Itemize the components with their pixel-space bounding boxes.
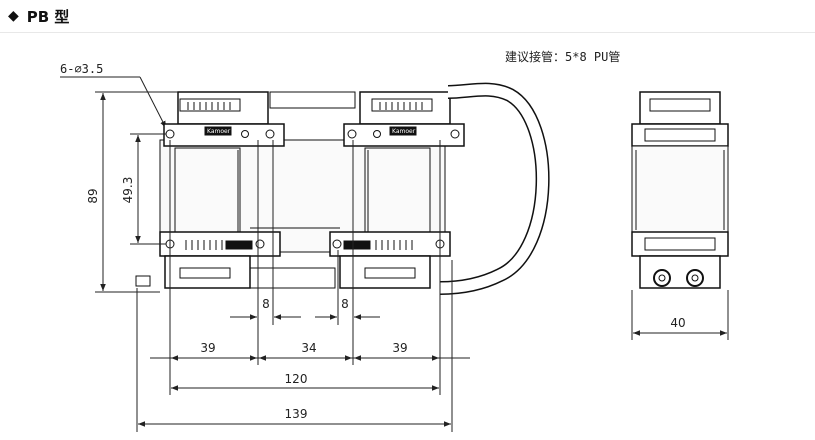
front-view-pump [135,82,550,295]
dim-slot-left: 8 [262,297,270,311]
brand-label-top-right: Kamoer [392,128,416,135]
dim-seg-right: 39 [392,341,407,355]
dim-overall-width: 139 [285,407,308,421]
dim-overall-height: 89 [86,188,100,203]
dim-mount-spacing-v: 49.3 [121,177,135,204]
brand-label-top-left: Kamoer [207,128,231,135]
diamond-bullet-icon: ◆ [8,8,19,24]
header-divider [0,32,815,33]
hole-callout-leader [60,76,167,129]
dim-side-width: 40 [670,316,685,330]
dim-seg-left: 39 [200,341,215,355]
hole-callout: 6-∅3.5 [60,62,103,76]
dimension-lines [95,91,729,432]
section-title: PB 型 [26,7,70,26]
section-header: ◆ PB 型 [8,4,69,28]
side-view-pump [631,91,729,289]
tubing-note: 建议接管：5*8 PU管 [505,49,620,64]
dim-slot-right: 8 [341,297,349,311]
dim-seg-mid: 34 [301,341,316,355]
dim-mount-spacing-h: 120 [285,372,308,386]
